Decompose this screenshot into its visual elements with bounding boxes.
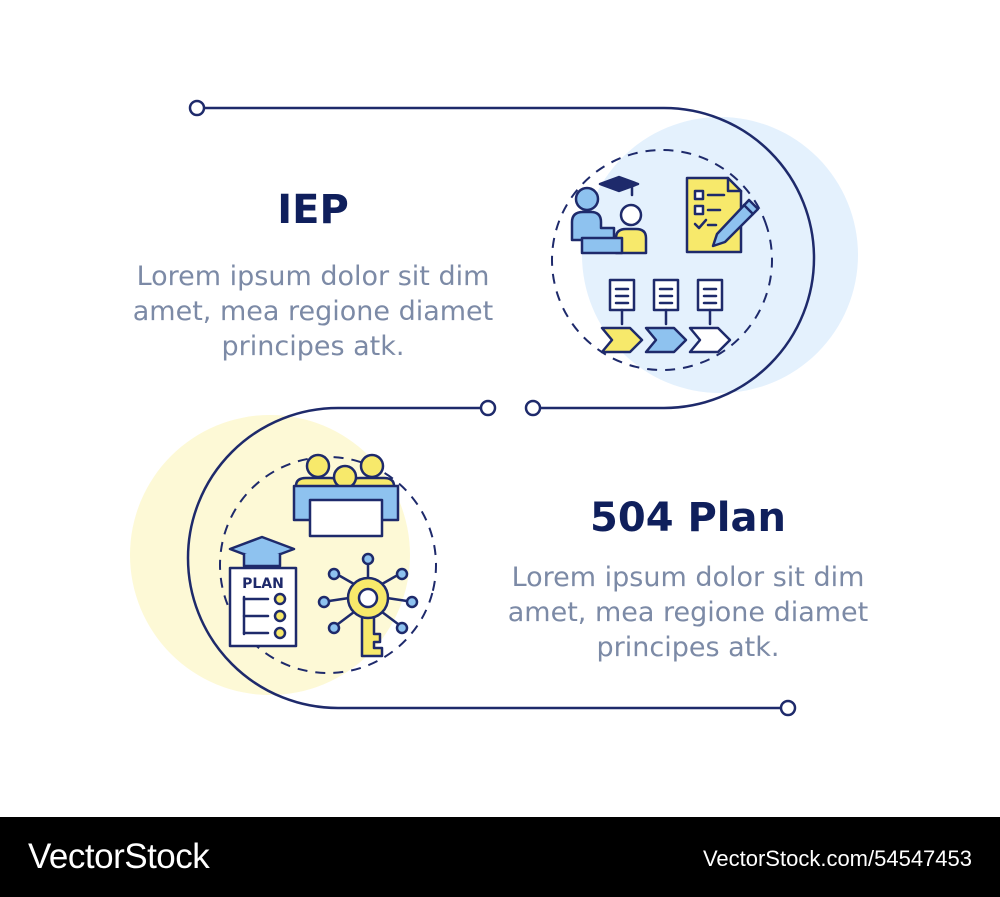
step-process-icon [600, 278, 732, 354]
mid-node-left [479, 399, 497, 417]
checklist-pen-icon [685, 176, 760, 254]
brand-logo: VectorStock [28, 837, 210, 876]
plan-dashed-ring [219, 456, 437, 674]
mid-node-right [524, 399, 542, 417]
plan-title: 504 Plan [590, 495, 786, 541]
iep-description: Lorem ipsum dolor sit dim amet, mea regi… [132, 261, 494, 362]
image-credit: VectorStock.com/54547453 [702, 846, 972, 871]
footer-bar: VectorStock VectorStock.com/54547453 [0, 817, 1000, 897]
connector-endpoints [188, 99, 797, 717]
start-node [188, 99, 206, 117]
iep-dashed-ring [551, 149, 773, 371]
iep-title: IEP [277, 187, 349, 233]
plan-card-icon [228, 535, 298, 648]
teacher-student-icon [570, 175, 648, 255]
connector-path [186, 106, 816, 710]
plan-description: Lorem ipsum dolor sit dim amet, mea regi… [507, 562, 869, 663]
iep-background-circle [582, 117, 858, 393]
end-node [779, 699, 797, 717]
key-network-icon [317, 552, 419, 658]
plan-card-label: PLAN [242, 576, 284, 592]
diagram-canvas: PLAN [130, 99, 858, 717]
team-meeting-icon [292, 453, 400, 538]
